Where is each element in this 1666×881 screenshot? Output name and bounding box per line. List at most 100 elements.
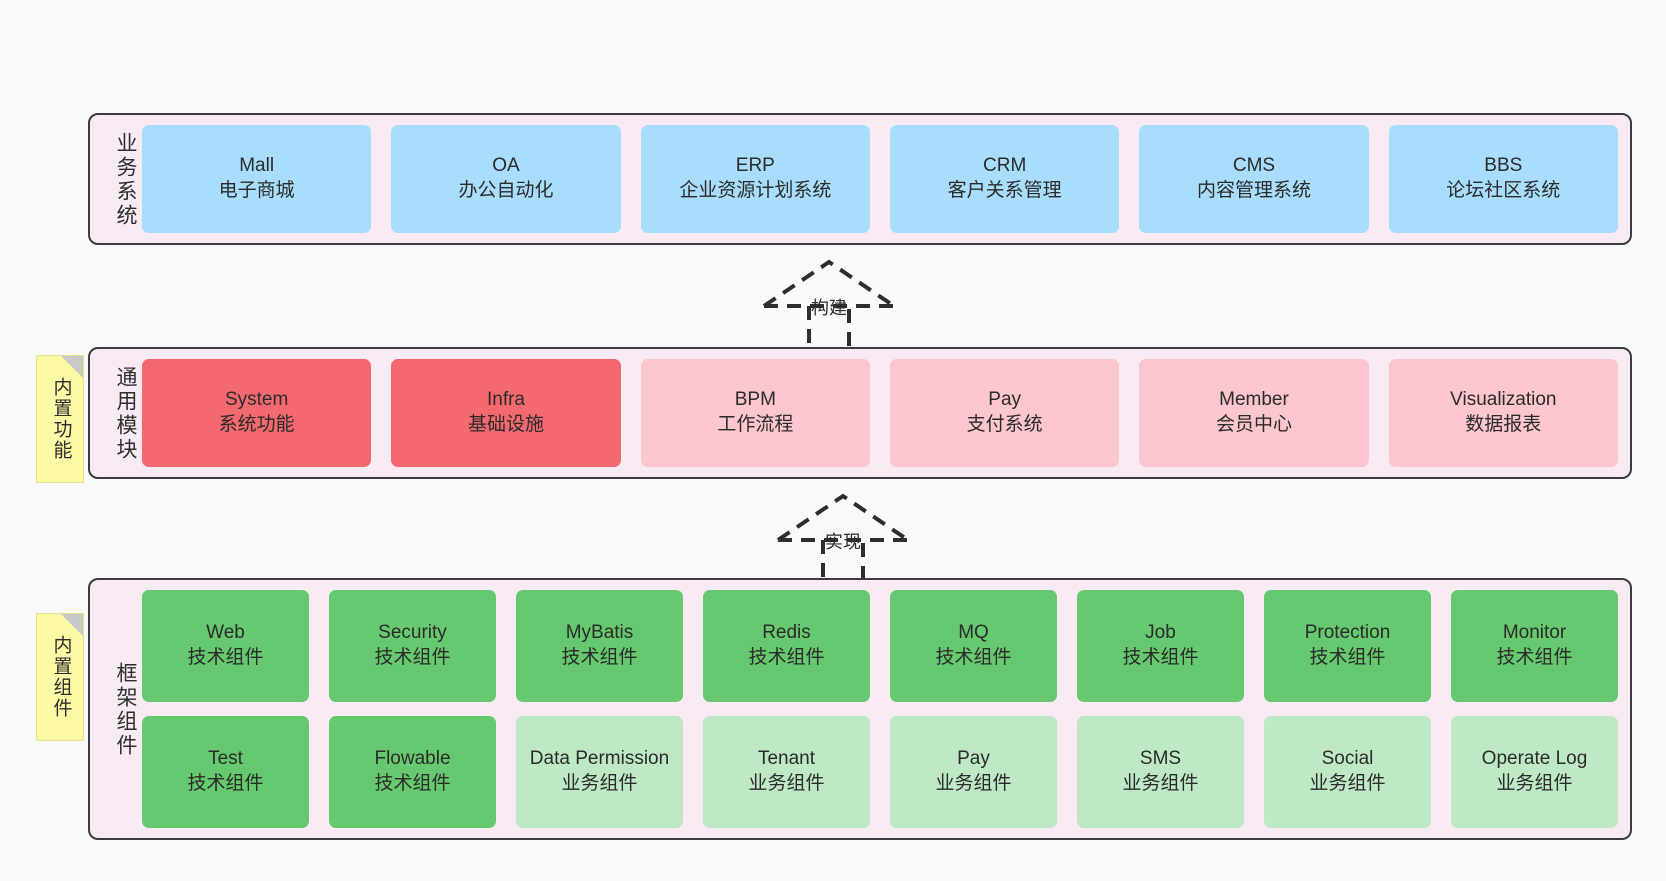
card-oa[interactable]: OA 办公自动化	[391, 125, 621, 233]
card-title: SMS	[1139, 748, 1182, 770]
card-title: Mall	[239, 155, 275, 177]
card-title: MyBatis	[565, 622, 634, 644]
card-subtitle: 数据报表	[1465, 414, 1542, 435]
card-operate-log[interactable]: Operate Log 业务组件	[1451, 716, 1618, 828]
card-social[interactable]: Social 业务组件	[1264, 716, 1431, 828]
card-bbs[interactable]: BBS 论坛社区系统	[1388, 125, 1618, 233]
card-mybatis[interactable]: MyBatis 技术组件	[516, 590, 683, 702]
card-title: Monitor	[1502, 622, 1567, 644]
card-subtitle: 系统功能	[218, 414, 295, 435]
card-mall[interactable]: Mall 电子商城	[142, 125, 372, 233]
card-infra[interactable]: Infra 基础设施	[391, 359, 621, 467]
layer-label-common-modules: 通用模块	[114, 366, 137, 462]
card-subtitle: 技术组件	[561, 647, 638, 668]
card-subtitle: 技术组件	[1496, 647, 1573, 668]
card-web[interactable]: Web 技术组件	[142, 590, 309, 702]
card-title: Security	[378, 622, 447, 644]
card-subtitle: 会员中心	[1215, 414, 1292, 435]
card-cms[interactable]: CMS 内容管理系统	[1139, 125, 1369, 233]
sticky-note-label: 内置组件	[50, 635, 72, 719]
card-redis[interactable]: Redis 技术组件	[703, 590, 870, 702]
card-subtitle: 技术组件	[187, 773, 264, 794]
card-title: Infra	[486, 389, 525, 411]
card-member[interactable]: Member 会员中心	[1139, 359, 1369, 467]
card-subtitle: 业务组件	[935, 773, 1012, 794]
page-fold-icon	[61, 614, 83, 636]
connector-label: 实现	[825, 532, 861, 552]
card-subtitle: 业务组件	[1122, 773, 1199, 794]
card-title: CRM	[983, 155, 1027, 177]
card-visualization[interactable]: Visualization 数据报表	[1388, 359, 1618, 467]
layer-common-modules[interactable]: 通用模块 System 系统功能 Infra 基础设施 BPM 工作流程 Pay…	[88, 347, 1632, 479]
card-title: System	[224, 389, 289, 411]
card-title: OA	[492, 155, 520, 177]
dashed-generalization-arrow-icon	[776, 493, 910, 588]
card-subtitle: 论坛社区系统	[1446, 180, 1561, 201]
card-row: System 系统功能 Infra 基础设施 BPM 工作流程 Pay 支付系统…	[142, 359, 1618, 467]
card-tenant[interactable]: Tenant 业务组件	[703, 716, 870, 828]
layer-business-systems[interactable]: 业务系统 Mall 电子商城 OA 办公自动化 ERP 企业资源计划系统 CRM…	[88, 113, 1632, 245]
card-subtitle: 工作流程	[717, 414, 794, 435]
sticky-note-label: 内置功能	[50, 377, 72, 461]
card-mq[interactable]: MQ 技术组件	[890, 590, 1057, 702]
card-flowable[interactable]: Flowable 技术组件	[329, 716, 496, 828]
connector-label: 构建	[811, 298, 847, 318]
sticky-note-builtin-features[interactable]: 内置功能	[36, 355, 84, 483]
layer-body-common-modules: System 系统功能 Infra 基础设施 BPM 工作流程 Pay 支付系统…	[136, 359, 1618, 467]
card-test[interactable]: Test 技术组件	[142, 716, 309, 828]
card-title: Redis	[762, 622, 811, 644]
card-security[interactable]: Security 技术组件	[329, 590, 496, 702]
card-title: CMS	[1232, 155, 1276, 177]
card-system[interactable]: System 系统功能	[142, 359, 372, 467]
card-subtitle: 业务组件	[561, 773, 638, 794]
card-pay[interactable]: Pay 支付系统	[889, 359, 1120, 467]
card-title: BBS	[1484, 155, 1523, 177]
layer-body-business-systems: Mall 电子商城 OA 办公自动化 ERP 企业资源计划系统 CRM 客户关系…	[136, 125, 1618, 233]
card-subtitle: 技术组件	[1122, 647, 1199, 668]
card-protection[interactable]: Protection 技术组件	[1264, 590, 1431, 702]
card-subtitle: 办公自动化	[458, 180, 554, 201]
card-title: Data Permission	[529, 748, 670, 770]
card-sms[interactable]: SMS 业务组件	[1077, 716, 1244, 828]
card-subtitle: 基础设施	[467, 414, 544, 435]
card-job[interactable]: Job 技术组件	[1077, 590, 1244, 702]
card-subtitle: 企业资源计划系统	[679, 180, 832, 201]
card-title: MQ	[958, 622, 989, 644]
card-title: Test	[208, 748, 243, 770]
sticky-note-builtin-components[interactable]: 内置组件	[36, 613, 84, 741]
page-fold-icon	[61, 356, 83, 378]
card-row: Test 技术组件 Flowable 技术组件 Data Permission …	[142, 716, 1618, 828]
layer-framework-components[interactable]: 框架组件 Web 技术组件 Security 技术组件 MyBatis 技术组件…	[88, 578, 1632, 840]
card-monitor[interactable]: Monitor 技术组件	[1451, 590, 1618, 702]
card-bpm[interactable]: BPM 工作流程	[640, 359, 870, 467]
card-title: Flowable	[374, 748, 451, 770]
card-title: Member	[1219, 389, 1289, 411]
card-subtitle: 内容管理系统	[1196, 180, 1311, 201]
card-subtitle: 支付系统	[966, 414, 1043, 435]
card-title: Visualization	[1450, 389, 1557, 411]
card-title: Social	[1321, 748, 1374, 770]
card-erp[interactable]: ERP 企业资源计划系统	[640, 125, 870, 233]
connector-implement-arrow: 实现	[768, 492, 918, 588]
card-crm[interactable]: CRM 客户关系管理	[889, 125, 1120, 233]
card-subtitle: 业务组件	[748, 773, 825, 794]
layer-body-framework-components: Web 技术组件 Security 技术组件 MyBatis 技术组件 Redi…	[136, 590, 1618, 828]
card-title: Pay	[957, 748, 990, 770]
card-data-permission[interactable]: Data Permission 业务组件	[516, 716, 683, 828]
card-title: Web	[206, 622, 245, 644]
card-subtitle: 技术组件	[374, 647, 451, 668]
layer-label-business-systems: 业务系统	[114, 132, 137, 228]
connector-build-arrow: 构建	[754, 258, 904, 354]
card-subtitle: 电子商城	[218, 180, 295, 201]
card-subtitle: 技术组件	[374, 773, 451, 794]
card-subtitle: 业务组件	[1496, 773, 1573, 794]
card-row: Web 技术组件 Security 技术组件 MyBatis 技术组件 Redi…	[142, 590, 1618, 702]
card-pay-business[interactable]: Pay 业务组件	[890, 716, 1057, 828]
card-title: Tenant	[757, 748, 816, 770]
card-title: Pay	[988, 389, 1022, 411]
card-subtitle: 技术组件	[935, 647, 1012, 668]
dashed-generalization-arrow-icon	[762, 259, 896, 354]
card-row: Mall 电子商城 OA 办公自动化 ERP 企业资源计划系统 CRM 客户关系…	[142, 125, 1618, 233]
card-subtitle: 技术组件	[1309, 647, 1386, 668]
